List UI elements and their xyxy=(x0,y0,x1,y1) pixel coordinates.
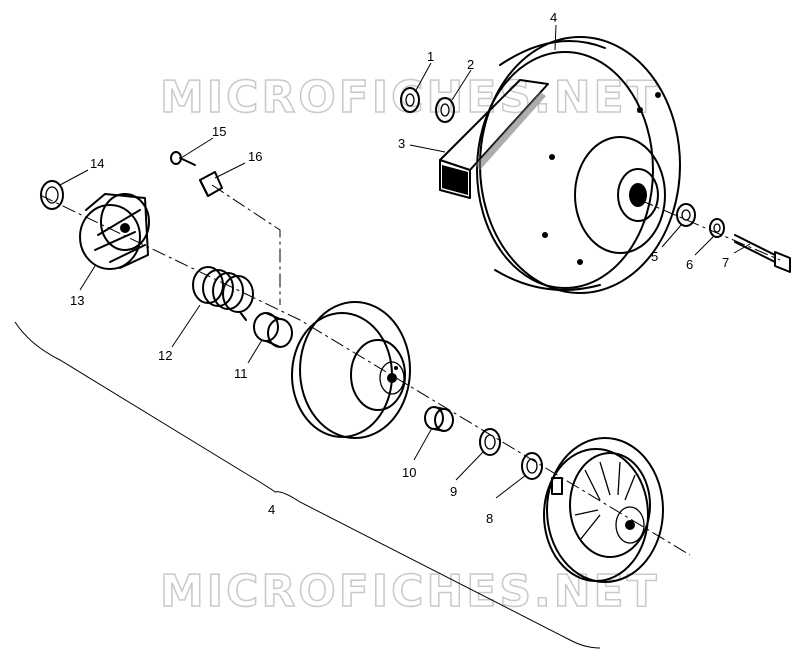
snap-ring-14 xyxy=(40,180,64,210)
callout-8: 8 xyxy=(486,511,493,526)
button-16 xyxy=(199,171,223,197)
washer-6 xyxy=(709,218,725,238)
callout-5: 5 xyxy=(651,249,658,264)
screw-axis xyxy=(211,184,281,305)
movable-sheave xyxy=(291,301,411,439)
callout-10: 10 xyxy=(402,465,416,480)
callout-16: 16 xyxy=(248,149,262,164)
callout-1: 1 xyxy=(427,49,434,64)
drive-belt xyxy=(439,79,549,199)
callout-4-bottom: 4 xyxy=(268,502,275,517)
callout-6: 6 xyxy=(686,257,693,272)
callout-9: 9 xyxy=(450,484,457,499)
callout-12: 12 xyxy=(158,348,172,363)
assembly-axis xyxy=(39,194,691,556)
callout-11: 11 xyxy=(234,366,248,381)
watermark-top: MICROFICHES.NET xyxy=(160,72,660,123)
leader-lines xyxy=(59,24,751,499)
washer-1 xyxy=(400,87,420,113)
callout-15: 15 xyxy=(212,124,226,139)
screw-15 xyxy=(170,151,196,166)
spring-12 xyxy=(192,266,254,321)
cam-13 xyxy=(79,193,150,270)
fixed-sheave xyxy=(543,437,664,583)
bolt-7 xyxy=(734,234,791,273)
bushing-10 xyxy=(424,406,454,432)
callout-7: 7 xyxy=(722,255,729,270)
washer-2 xyxy=(435,97,455,123)
washer-9 xyxy=(479,428,501,456)
washer-5 xyxy=(676,203,696,227)
callout-13: 13 xyxy=(70,293,84,308)
assembly-bracket xyxy=(14,321,601,649)
callout-14: 14 xyxy=(90,156,104,171)
washer-8 xyxy=(521,452,543,480)
bushing-11 xyxy=(253,312,293,348)
callout-2: 2 xyxy=(467,57,474,72)
watermark-bottom: MICROFICHES.NET xyxy=(160,566,660,617)
callout-3: 3 xyxy=(398,136,405,151)
callout-4-top: 4 xyxy=(550,10,557,25)
